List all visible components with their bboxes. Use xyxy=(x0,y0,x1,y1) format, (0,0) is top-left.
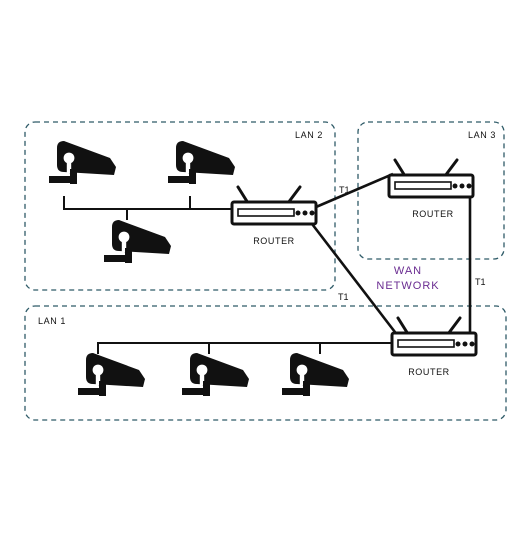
wan-network-label-line1: WAN xyxy=(394,265,422,277)
router-lan3-label: ROUTER xyxy=(412,209,454,219)
router-icon xyxy=(387,158,475,199)
security-camera-icon xyxy=(76,351,147,398)
t1-link-lan2-lan1 xyxy=(307,219,400,337)
lan1-boundary xyxy=(24,305,507,421)
lan2-label: LAN 2 xyxy=(295,130,323,140)
lan1-label: LAN 1 xyxy=(38,316,66,326)
wan-network-label-line2: NETWORK xyxy=(376,280,439,292)
router-lan2-label: ROUTER xyxy=(253,236,295,246)
lan2-camera-bus xyxy=(63,196,191,210)
router-icon xyxy=(390,316,478,357)
t1-label-lan2-lan3: T1 xyxy=(339,185,350,195)
security-camera-icon xyxy=(180,351,251,398)
t1-label-lan3-lan1: T1 xyxy=(475,277,486,287)
lan3-label: LAN 3 xyxy=(468,130,496,140)
t1-link-lan2-lan3 xyxy=(315,172,394,209)
security-camera-icon xyxy=(102,218,173,265)
lan2-boundary xyxy=(24,121,336,291)
router-icon xyxy=(230,185,318,226)
security-camera-icon xyxy=(280,351,351,398)
router-lan1-label: ROUTER xyxy=(408,367,450,377)
security-camera-icon xyxy=(166,139,237,186)
security-camera-icon xyxy=(47,139,118,186)
lan3-boundary xyxy=(357,121,505,260)
t1-label-lan2-lan1: T1 xyxy=(338,292,349,302)
